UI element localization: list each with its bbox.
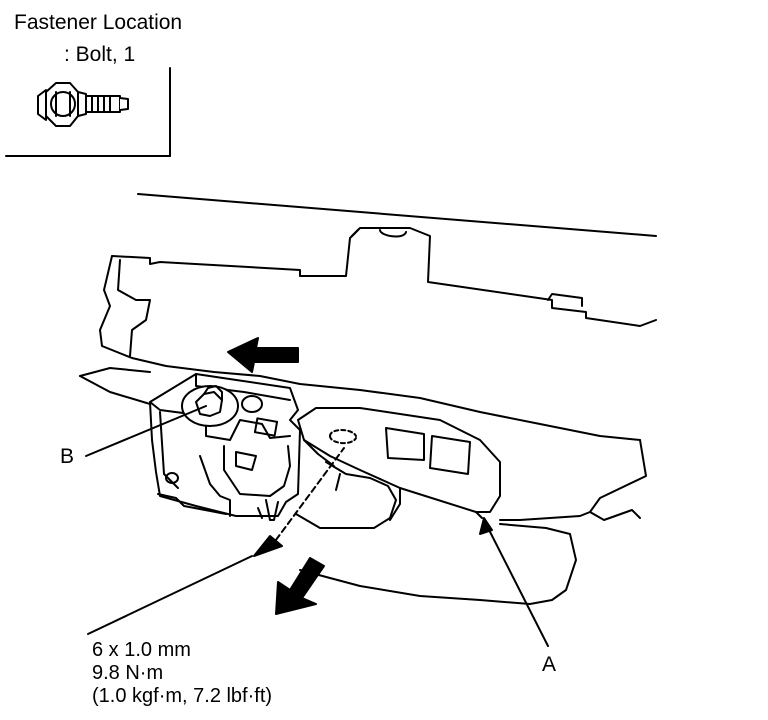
- clip-release-arrow: [253, 535, 283, 557]
- leader-lines: [85, 405, 549, 647]
- fastener-box-frame: [5, 67, 171, 157]
- release-handle: [295, 407, 501, 529]
- torque-nm-text: 9.8 N·m: [92, 662, 164, 684]
- callout-b-label: B: [60, 445, 75, 468]
- fastener-location-subtitle: : Bolt, 1: [64, 43, 136, 66]
- fastener-location-title: Fastener Location: [14, 11, 183, 34]
- bracket-bolt: [181, 385, 263, 427]
- dashboard-panel: [79, 193, 657, 605]
- callout-a-label: A: [542, 653, 557, 676]
- direction-arrow-left: [227, 337, 299, 373]
- torque-alt-units-text: (1.0 kgf·m, 7.2 lbf·ft): [92, 685, 273, 707]
- bolt-size-text: 6 x 1.0 mm: [92, 639, 191, 661]
- direction-arrow-down: [275, 557, 325, 615]
- flange-bolt-icon: [37, 82, 129, 127]
- torque-specification: 6 x 1.0 mm 9.8 N·m (1.0 kgf·m, 7.2 lbf·f…: [92, 639, 272, 708]
